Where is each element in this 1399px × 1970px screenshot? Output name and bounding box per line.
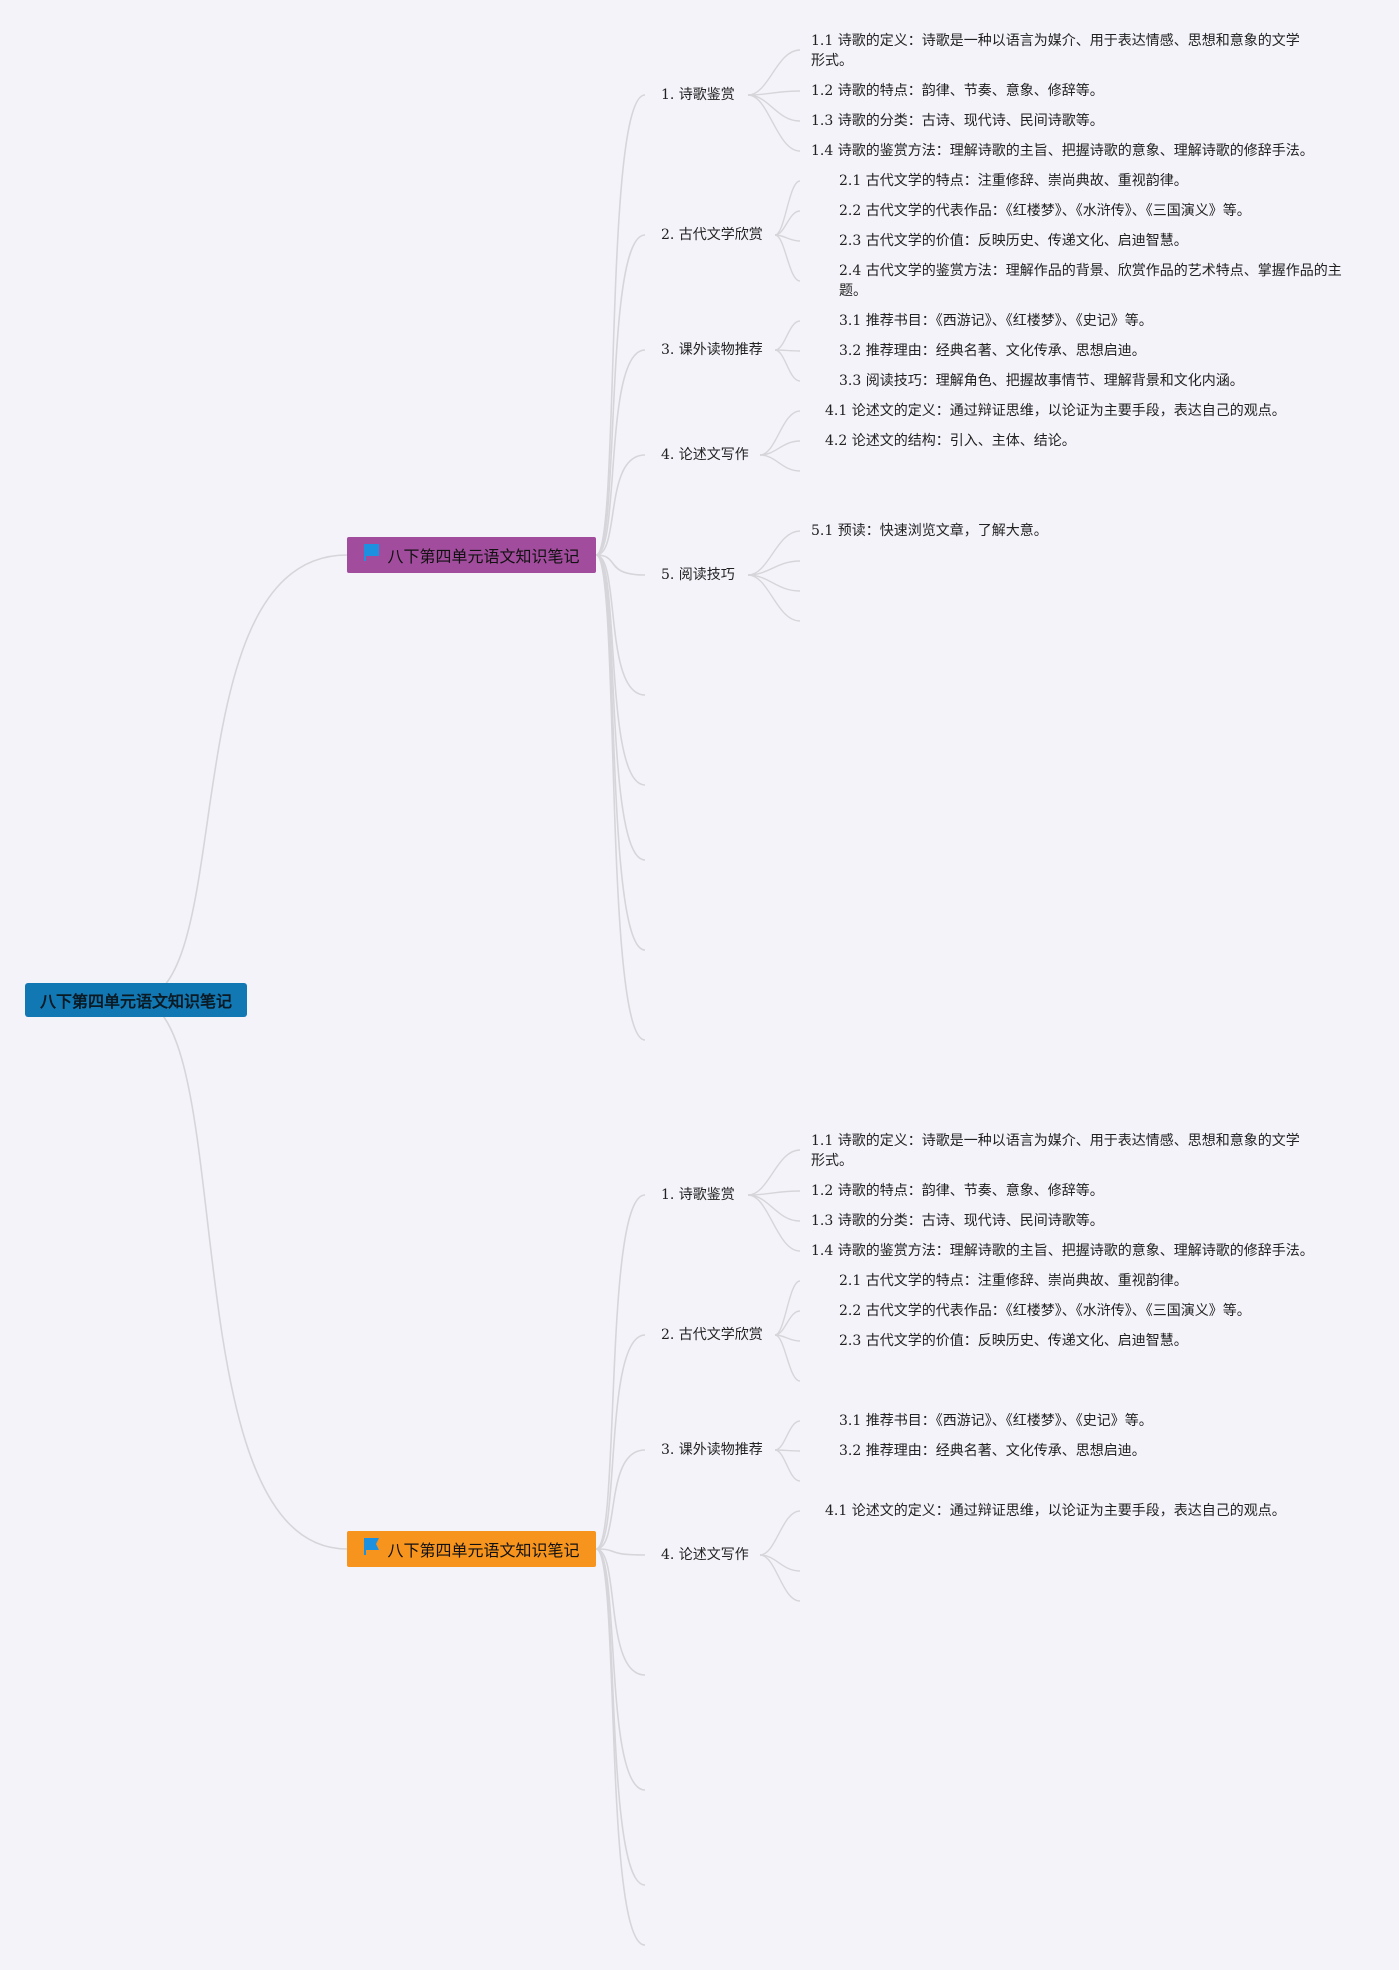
leaf-b2-1-1: 1.1 诗歌的定义：诗歌是一种以语言为媒介、用于表达情感、思想和意象的文学形式。: [811, 1133, 1300, 1169]
topic-poetry-2[interactable]: 1. 诗歌鉴赏: [661, 1187, 735, 1203]
fan-b2-2-0: [774, 1420, 801, 1451]
fan-b1-4-3: [747, 574, 801, 622]
fan-b2-1-3: [774, 1334, 801, 1382]
leaf-4-1: 4.1 论述文的定义：通过辩证思维，以论证为主要手段，表达自己的观点。: [825, 403, 1286, 419]
fan-b1-2-2: [774, 349, 801, 382]
fan-b2-2-2: [774, 1449, 801, 1482]
branch-node-2[interactable]: 八下第四单元语文知识笔记: [347, 1531, 596, 1567]
fan-b1-3-2: [759, 454, 801, 472]
link-branch1-slot-7: [595, 554, 646, 861]
fan-b1-2-0: [774, 320, 801, 351]
topic-extracurricular-reading-2[interactable]: 3. 课外读物推荐: [661, 1442, 763, 1458]
topic-reading-skills[interactable]: 5. 阅读技巧: [661, 567, 735, 583]
fan-b1-0-3: [747, 94, 801, 152]
leaf-2-4: 2.4 古代文学的鉴赏方法：理解作品的背景、欣赏作品的艺术特点、掌握作品的主题。: [839, 263, 1342, 299]
link-root-branch-1: [135, 554, 348, 1001]
topic-argumentative-writing-2[interactable]: 4. 论述文写作: [661, 1547, 749, 1563]
leaf-5-1: 5.1 预读：快速浏览文章，了解大意。: [811, 523, 1048, 539]
link-branch2-slot-6: [595, 1548, 646, 1886]
branch-label-2: 八下第四单元语文知识笔记: [387, 1541, 580, 1560]
leaf-b2-1-4: 1.4 诗歌的鉴赏方法：理解诗歌的主旨、把握诗歌的意象、理解诗歌的修辞手法。: [811, 1243, 1314, 1259]
leaf-3-2: 3.2 推荐理由：经典名著、文化传承、思想启迪。: [839, 343, 1146, 359]
topic-ancient-literature-2[interactable]: 2. 古代文学欣赏: [661, 1327, 763, 1343]
link-branch1-slot-3: [595, 454, 646, 556]
leaf-2-3: 2.3 古代文学的价值：反映历史、传递文化、启迪智慧。: [839, 233, 1188, 249]
link-branch2-slot-0: [595, 1194, 646, 1550]
branch-label-1: 八下第四单元语文知识笔记: [387, 547, 580, 566]
root-node[interactable]: 八下第四单元语文知识笔记: [25, 983, 247, 1017]
leaf-b2-4-1: 4.1 论述文的定义：通过辩证思维，以论证为主要手段，表达自己的观点。: [825, 1503, 1286, 1519]
fan-b2-3-0: [759, 1510, 801, 1556]
flag-icon: [364, 543, 380, 561]
leaf-b2-2-2: 2.2 古代文学的代表作品：《红楼梦》、《水浒传》、《三国演义》等。: [839, 1303, 1251, 1319]
leaf-b2-2-1: 2.1 古代文学的特点：注重修辞、崇尚典故、重视韵律。: [839, 1273, 1188, 1289]
flag-icon: [364, 1537, 380, 1555]
leaf-3-1: 3.1 推荐书目：《西游记》、《红楼梦》、《史记》等。: [839, 313, 1153, 329]
leaf-b2-2-3: 2.3 古代文学的价值：反映历史、传递文化、启迪智慧。: [839, 1333, 1188, 1349]
leaf-3-3: 3.3 阅读技巧：理解角色、把握故事情节、理解背景和文化内涵。: [839, 373, 1244, 389]
link-branch2-slot-7: [595, 1548, 646, 1946]
leaf-1-1: 1.1 诗歌的定义：诗歌是一种以语言为媒介、用于表达情感、思想和意象的文学形式。: [811, 33, 1300, 69]
leaf-1-2: 1.2 诗歌的特点：韵律、节奏、意象、修辞等。: [811, 83, 1104, 99]
link-branch1-slot-8: [595, 554, 646, 951]
root-label: 八下第四单元语文知识笔记: [39, 992, 232, 1011]
leaf-b2-1-2: 1.2 诗歌的特点：韵律、节奏、意象、修辞等。: [811, 1183, 1104, 1199]
leaf-2-1: 2.1 古代文学的特点：注重修辞、崇尚典故、重视韵律。: [839, 173, 1188, 189]
leaf-1-3: 1.3 诗歌的分类：古诗、现代诗、民间诗歌等。: [811, 113, 1104, 129]
topic-argumentative-writing[interactable]: 4. 论述文写作: [661, 447, 749, 463]
leaf-4-2: 4.2 论述文的结构：引入、主体、结论。: [825, 433, 1076, 449]
fan-b1-1-3: [774, 234, 801, 282]
link-branch2-slot-3: [595, 1548, 646, 1556]
link-branch2-slot-2: [595, 1449, 646, 1550]
link-branch1-slot-1: [595, 234, 646, 556]
link-branch2-slot-1: [595, 1334, 646, 1550]
leaf-b2-3-1: 3.1 推荐书目：《西游记》、《红楼梦》、《史记》等。: [839, 1413, 1153, 1429]
fan-b1-3-1: [759, 440, 801, 456]
branch-node-1[interactable]: 八下第四单元语文知识笔记: [347, 537, 596, 573]
link-root-branch-2: [135, 999, 348, 1550]
leaf-b2-1-3: 1.3 诗歌的分类：古诗、现代诗、民间诗歌等。: [811, 1213, 1104, 1229]
link-branch1-slot-2: [595, 349, 646, 556]
fan-b1-4-1: [747, 560, 801, 576]
fan-b2-3-2: [759, 1554, 801, 1602]
fan-b2-0-2: [747, 1194, 801, 1222]
link-branch1-slot-6: [595, 554, 646, 786]
link-branch1-slot-4: [595, 554, 646, 576]
fan-b1-3-0: [759, 410, 801, 456]
topic-poetry[interactable]: 1. 诗歌鉴赏: [661, 87, 735, 103]
leaf-2-2: 2.2 古代文学的代表作品：《红楼梦》、《水浒传》、《三国演义》等。: [839, 203, 1251, 219]
leaf-b2-3-2: 3.2 推荐理由：经典名著、文化传承、思想启迪。: [839, 1443, 1146, 1459]
fan-b2-0-3: [747, 1194, 801, 1252]
fan-b1-0-2: [747, 94, 801, 122]
link-branch1-slot-0: [595, 94, 646, 556]
fan-b1-1-0: [774, 180, 801, 236]
link-branch2-slot-4: [595, 1548, 646, 1676]
fan-b1-4-0: [747, 530, 801, 576]
fan-b1-1-1: [774, 210, 801, 236]
fan-b2-1-1: [774, 1310, 801, 1336]
topic-extracurricular-reading[interactable]: 3. 课外读物推荐: [661, 342, 763, 358]
fan-b1-0-0: [747, 49, 801, 96]
topic-ancient-literature[interactable]: 2. 古代文学欣赏: [661, 227, 763, 243]
fan-b2-0-0: [747, 1149, 801, 1196]
fan-b2-1-0: [774, 1280, 801, 1336]
link-branch1-slot-9: [595, 554, 646, 1041]
leaf-1-4: 1.4 诗歌的鉴赏方法：理解诗歌的主旨、把握诗歌的意象、理解诗歌的修辞手法。: [811, 143, 1314, 159]
link-branch1-slot-5: [595, 554, 646, 696]
link-branch2-slot-5: [595, 1548, 646, 1791]
